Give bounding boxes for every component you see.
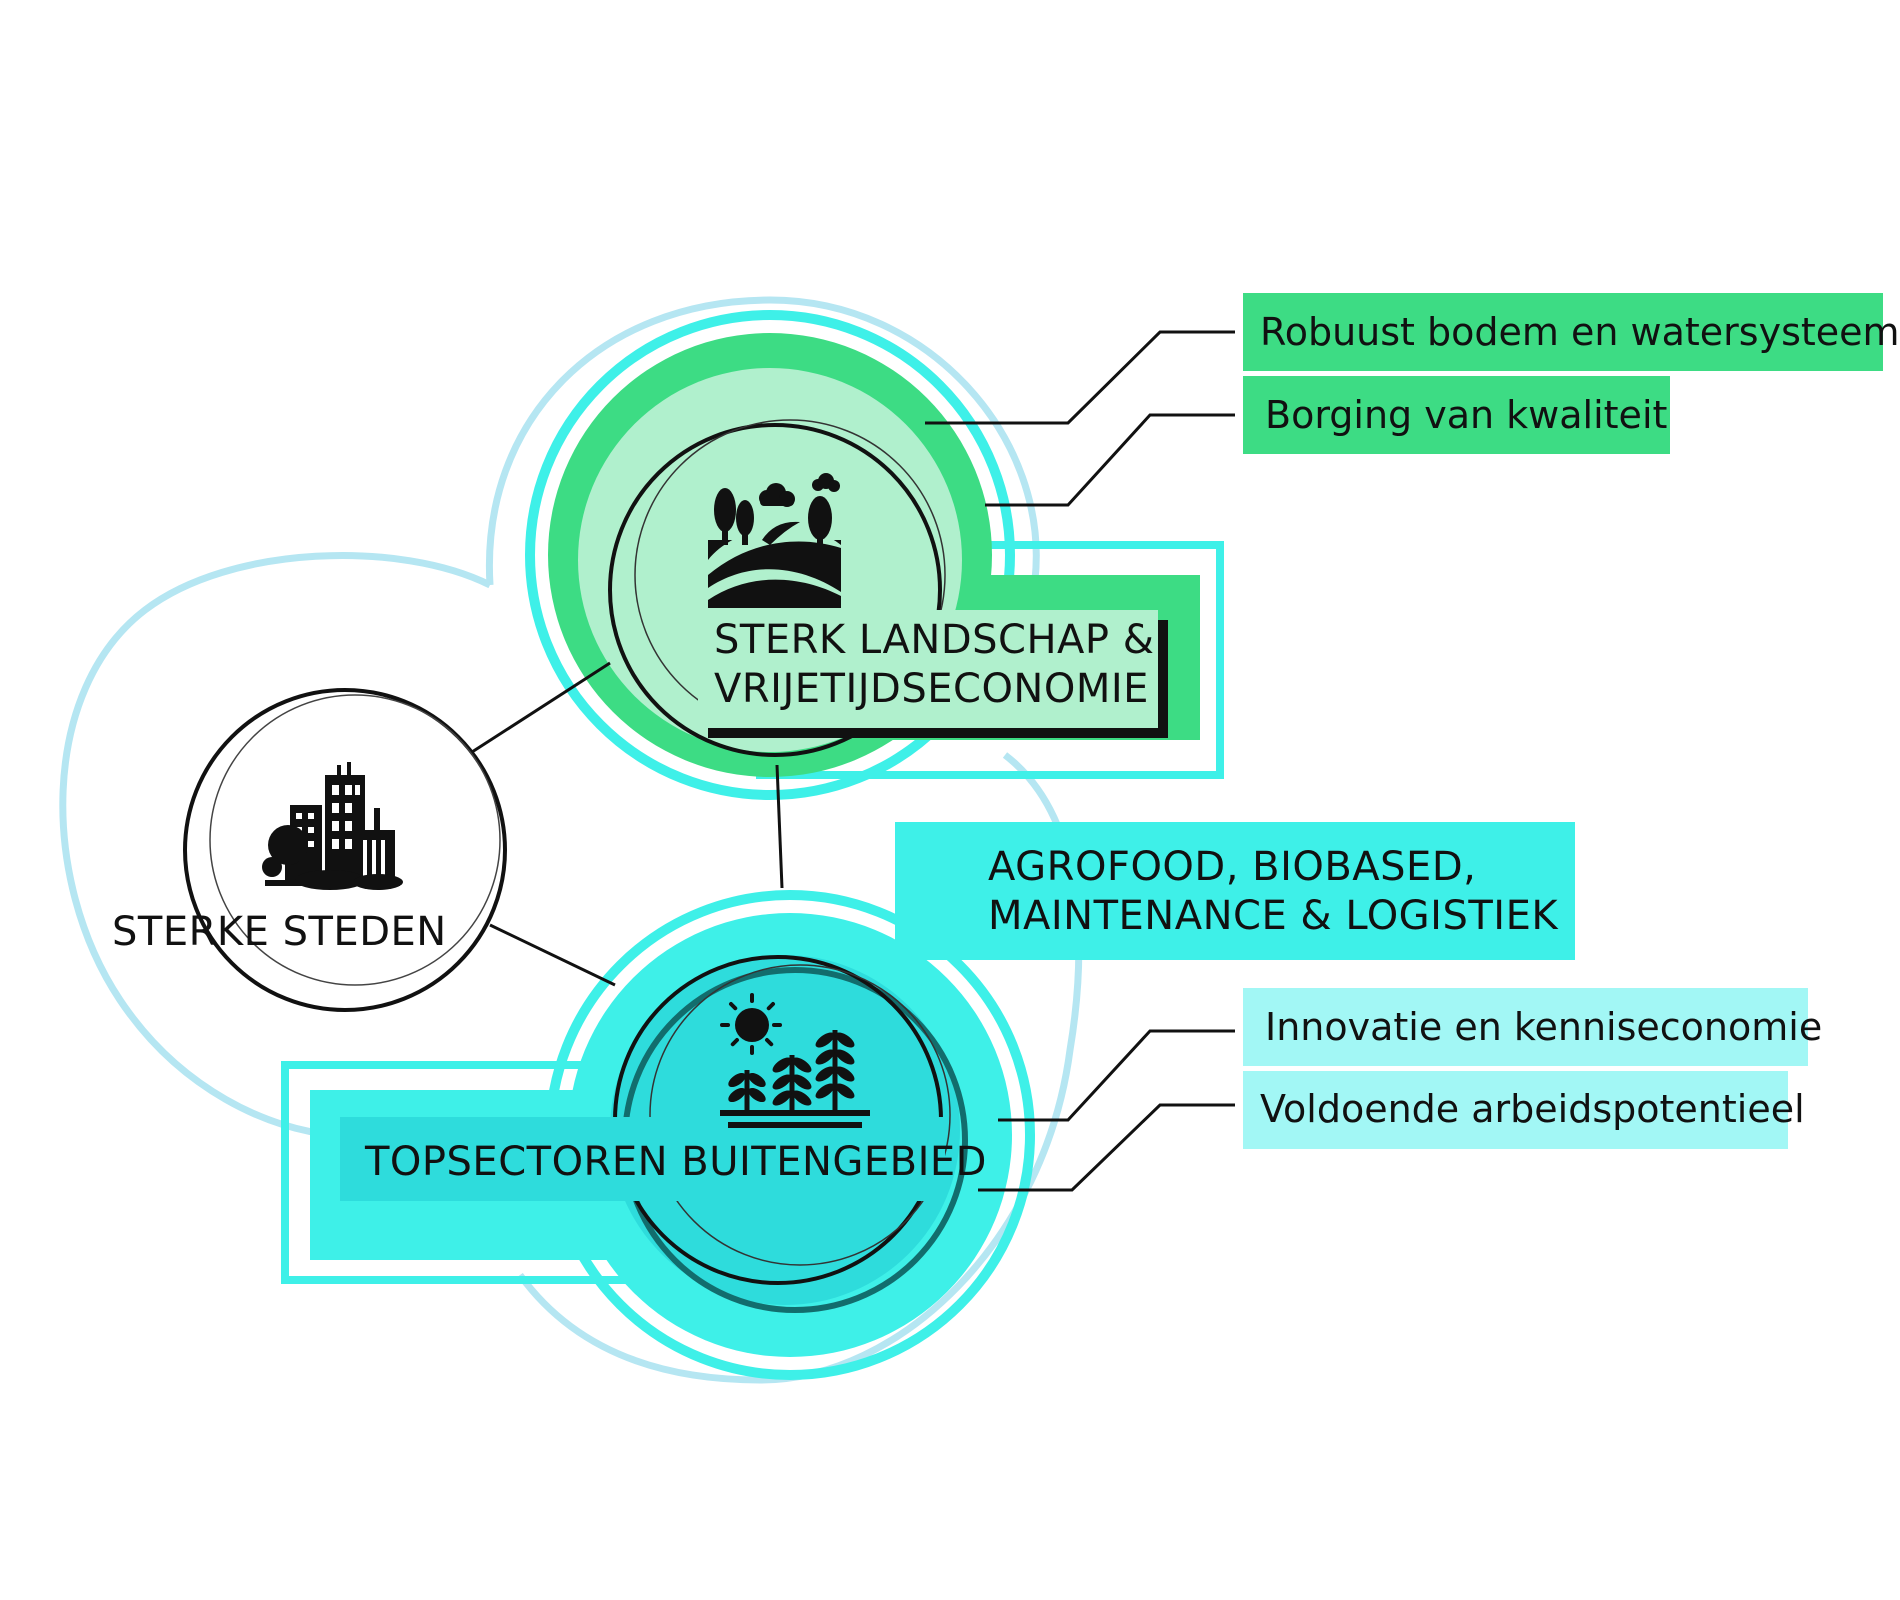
sectors-box: AGROFOOD, BIOBASED, MAINTENANCE & LOGIST…: [895, 822, 1575, 960]
steden-label: STERKE STEDEN: [112, 909, 447, 955]
tag-robuust: Robuust bodem en watersysteem: [1243, 293, 1900, 371]
connector-tag-robuust: [925, 330, 1235, 425]
tag-innovatie-text: Innovatie en kenniseconomie: [1265, 1005, 1822, 1049]
tag-innovatie-bg: [1243, 988, 1808, 1066]
tag-voldoende-text: Voldoende arbeidspotentieel: [1260, 1087, 1805, 1131]
tag-voldoende-bg: [1243, 1071, 1788, 1149]
tag-voldoende: Voldoende arbeidspotentieel: [1243, 1071, 1805, 1149]
connector-tag-borging: [985, 413, 1235, 507]
landschap-label-line1: STERK LANDSCHAP &: [714, 617, 1154, 663]
tag-innovatie: Innovatie en kenniseconomie: [1243, 988, 1822, 1066]
landschap-halo-cyan: [525, 310, 1015, 800]
city-icon: [262, 762, 403, 890]
steden-ring-thin: [209, 694, 501, 986]
steden-ring-thick: [183, 688, 507, 1012]
connector-tag-voldoende: [978, 1103, 1235, 1192]
sectors-line2: MAINTENANCE & LOGISTIEK: [988, 893, 1559, 939]
topsectoren-label-box: [340, 1117, 945, 1201]
sectors-line1: AGROFOOD, BIOBASED,: [988, 844, 1476, 890]
connector-steden-topsectoren: [489, 923, 616, 987]
crops-sun-icon: [720, 993, 870, 1128]
connector-lines: [471, 330, 1235, 1192]
landschap-node: STERK LANDSCHAP & VRIJETIJDSECONOMIE: [525, 310, 1224, 800]
connector-landschap-topsectoren: [775, 764, 784, 889]
tag-borging-text: Borging van kwaliteit: [1265, 393, 1667, 437]
tag-borging-bg: [1243, 376, 1670, 454]
steden-node: STERKE STEDEN: [112, 688, 507, 1012]
outline-loop-top: [485, 296, 1040, 586]
tag-robuust-bg: [1243, 293, 1883, 371]
connector-tag-innovatie: [998, 1029, 1235, 1122]
tag-robuust-text: Robuust bodem en watersysteem: [1260, 310, 1900, 354]
landscape-icon: [708, 473, 841, 608]
connector-steden-landschap: [471, 661, 611, 754]
landschap-ring-thick: [608, 423, 942, 757]
topsectoren-ring-thin: [649, 964, 951, 1266]
outline-loop-left: [59, 552, 492, 1139]
topsectoren-label: TOPSECTOREN BUITENGEBIED: [364, 1139, 987, 1185]
topsectoren-node: TOPSECTOREN BUITENGEBIED: [281, 890, 1035, 1380]
landschap-label-line2: VRIJETIJDSECONOMIE: [714, 666, 1149, 712]
landschap-label-box: [698, 610, 1158, 728]
tag-borging: Borging van kwaliteit: [1243, 376, 1670, 454]
sectors-box-bg: [895, 822, 1575, 960]
